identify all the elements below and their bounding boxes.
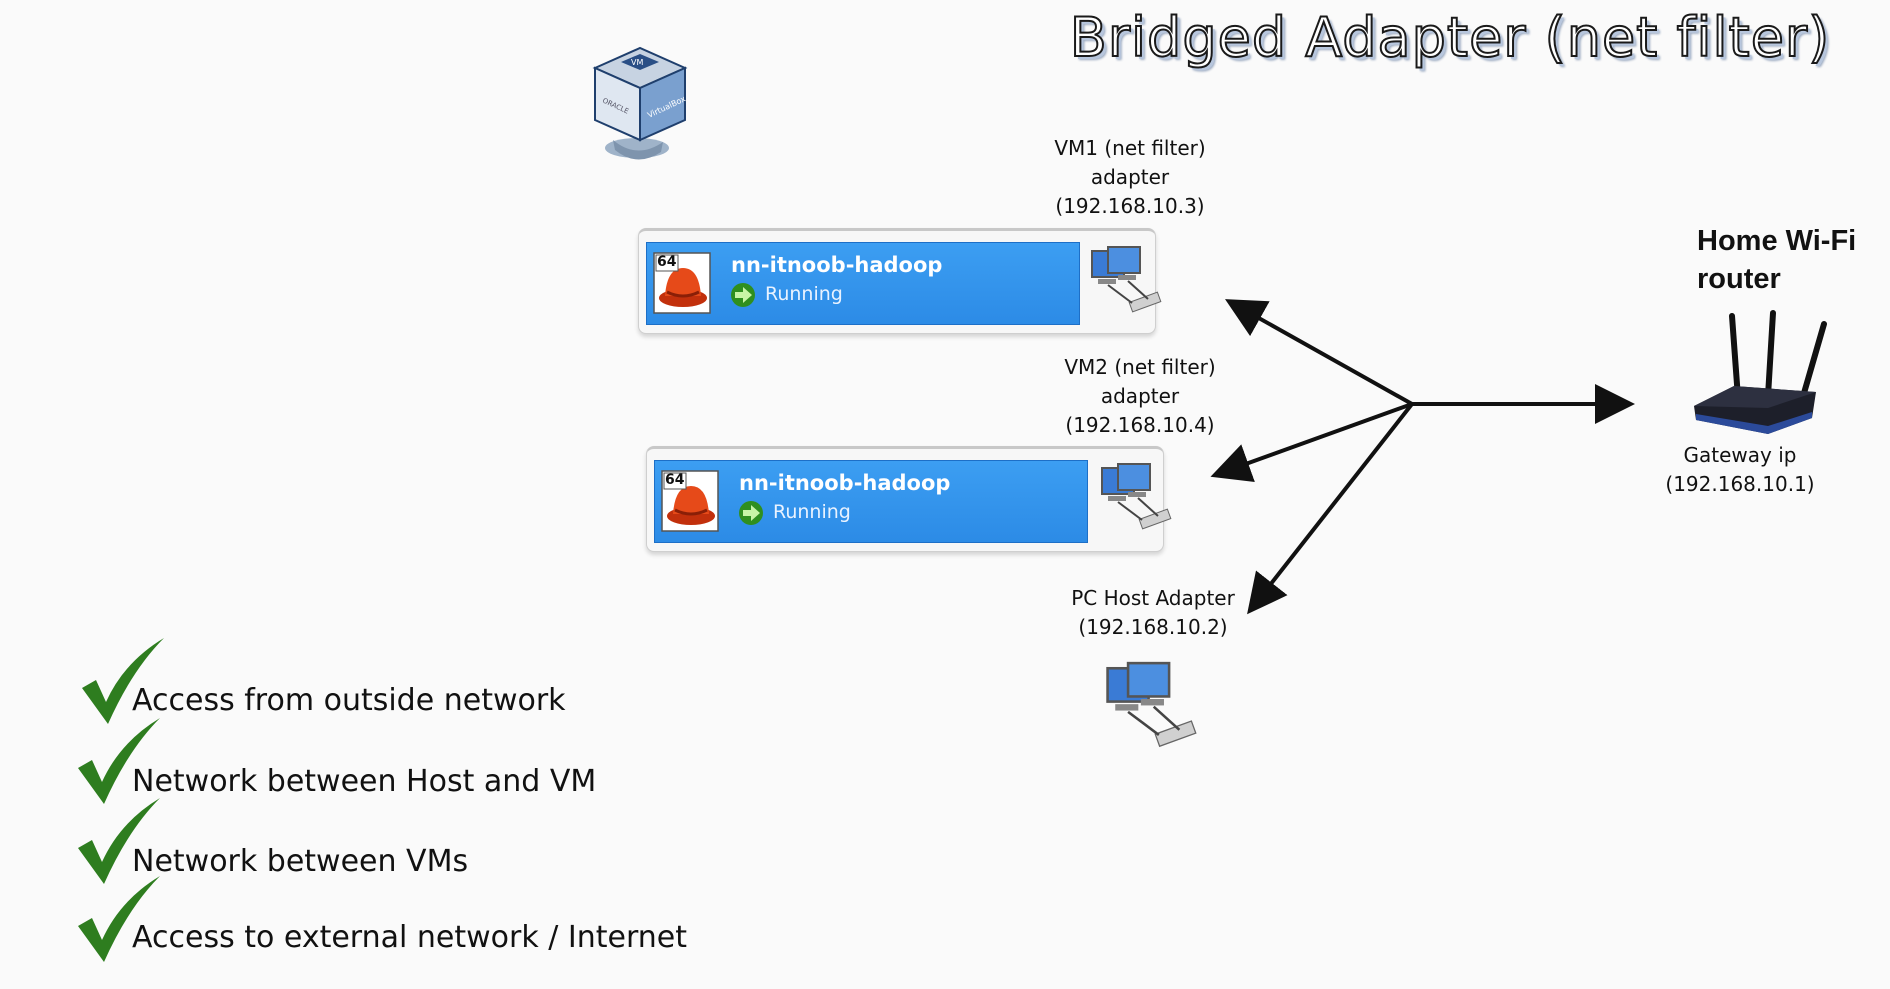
vm2-label-line3: (192.168.10.4) — [1065, 413, 1215, 437]
arrow-to-vm1 — [1225, 299, 1413, 406]
gateway-label-line1: Gateway ip — [1683, 443, 1797, 467]
checkmark-icon — [78, 718, 160, 804]
router-title: Home Wi-Fi router — [1697, 222, 1856, 298]
checkmark-icon — [78, 876, 160, 962]
feature-checklist: Access from outside network Network betw… — [72, 636, 712, 976]
vm1-label-line1: VM1 (net filter) — [1054, 136, 1206, 160]
vm2-label-line1: VM2 (net filter) — [1064, 355, 1216, 379]
network-computers-icon — [1101, 463, 1172, 530]
vm2-list-item[interactable]: 64 nn-itnoob-hadoop Running — [654, 460, 1088, 543]
redhat-os-icon: 64 — [653, 252, 711, 314]
checklist-item: Network between VMs — [132, 844, 469, 879]
checkmark-icon — [82, 638, 164, 724]
slide-title: Bridged Adapter (net filter) — [1069, 5, 1831, 70]
vm2-adapter-label: VM2 (net filter) adapter (192.168.10.4) — [1040, 353, 1240, 440]
arrow-to-vm2 — [1210, 402, 1413, 482]
vm1-label-line3: (192.168.10.3) — [1055, 194, 1205, 218]
router-title-line2: router — [1697, 263, 1781, 295]
vm2-label-line2: adapter — [1100, 384, 1180, 408]
vm1-status: Running — [765, 283, 843, 305]
running-arrow-icon — [731, 283, 755, 307]
checklist-item: Access to external network / Internet — [132, 920, 687, 955]
vm2-name: nn-itnoob-hadoop — [739, 471, 951, 495]
svg-text:VM: VM — [631, 58, 643, 67]
host-adapter-label: PC Host Adapter (192.168.10.2) — [1053, 584, 1253, 642]
host-label-line2: (192.168.10.2) — [1078, 615, 1228, 639]
wifi-router-icon — [1694, 310, 1827, 434]
vm1-adapter-label: VM1 (net filter) adapter (192.168.10.3) — [1030, 134, 1230, 221]
gateway-label-line2: (192.168.10.1) — [1665, 472, 1815, 496]
checkmark-icon — [78, 798, 160, 884]
arrow-to-host — [1247, 402, 1414, 615]
network-computers-icon — [1091, 246, 1162, 313]
router-title-line1: Home Wi-Fi — [1697, 225, 1857, 257]
vm1-list-item[interactable]: 64 nn-itnoob-hadoop Running — [646, 242, 1080, 325]
redhat-os-icon: 64 — [661, 470, 719, 532]
os-64-badge: 64 — [657, 254, 677, 270]
host-label-line1: PC Host Adapter — [1071, 586, 1235, 610]
vm2-status: Running — [773, 501, 851, 523]
vm1-name: nn-itnoob-hadoop — [731, 253, 943, 277]
gateway-label: Gateway ip (192.168.10.1) — [1650, 441, 1830, 499]
running-arrow-icon — [739, 501, 763, 525]
os-64-badge: 64 — [665, 472, 685, 488]
checklist-item: Network between Host and VM — [132, 764, 597, 799]
checklist-item: Access from outside network — [132, 683, 566, 718]
virtualbox-logo-icon: VM ORACLE VirtualBox — [592, 46, 688, 160]
network-computers-icon — [1106, 661, 1197, 748]
vm1-label-line2: adapter — [1090, 165, 1170, 189]
